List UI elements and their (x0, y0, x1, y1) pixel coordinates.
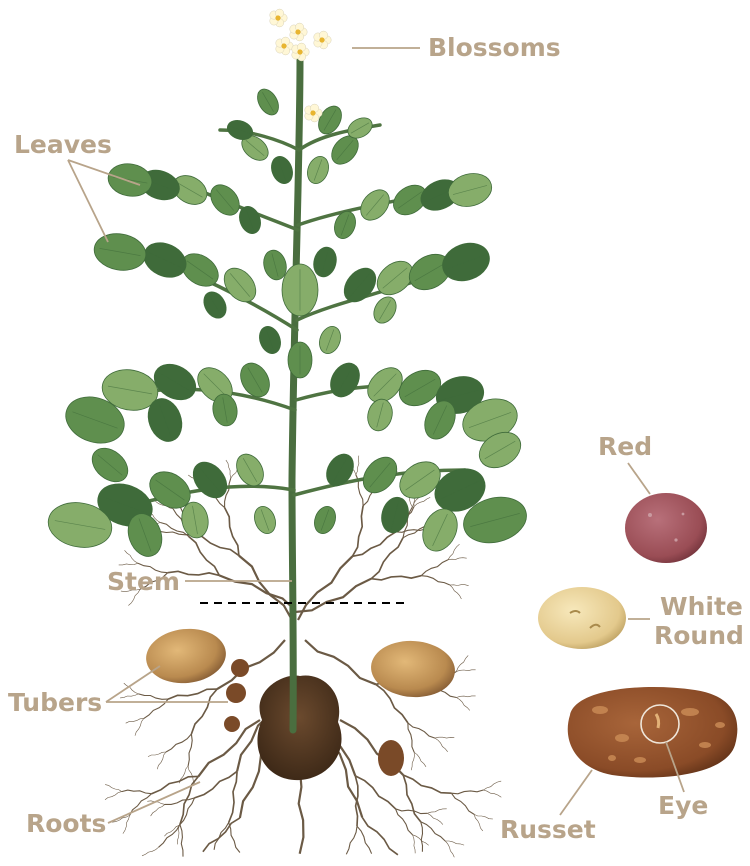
root-strand (414, 752, 426, 767)
root-strand (165, 798, 195, 805)
root-strand (346, 826, 357, 854)
root-strand (195, 771, 238, 798)
root-strand (403, 775, 451, 793)
root-strand (435, 737, 454, 738)
root-strand (396, 809, 413, 835)
root-strand (226, 460, 231, 478)
root-strand (456, 696, 475, 698)
root-strand (191, 689, 217, 734)
label-leaves: Leaves (14, 130, 112, 159)
root-strand (427, 813, 443, 824)
root-strand (159, 825, 180, 848)
russet-potato (568, 687, 738, 777)
blossom-flower (290, 23, 307, 41)
tuber-small-4 (378, 740, 404, 776)
root-strand (450, 585, 462, 599)
root-strand (299, 770, 304, 854)
root-strand (413, 835, 429, 846)
root-strand (396, 809, 428, 814)
tuber-left (143, 625, 228, 687)
root-strand (142, 847, 159, 856)
root-strand (188, 734, 192, 766)
root-strand (229, 771, 237, 822)
root-strand (362, 817, 398, 855)
blossom-flower (292, 43, 309, 61)
root-strand (122, 790, 152, 794)
label-blossoms: Blossoms (428, 33, 561, 62)
root-strand (427, 809, 447, 814)
root-strand (408, 723, 435, 738)
blossom-flower (270, 9, 287, 27)
root-strand (450, 585, 469, 586)
root-strand (357, 826, 372, 854)
label-tubers: Tubers (8, 688, 102, 717)
label-white-round-line1: White (660, 592, 743, 621)
root-strand (474, 814, 493, 819)
root-strand (474, 814, 483, 831)
root-strand (483, 790, 501, 797)
root-strand (403, 775, 421, 822)
root-strand (123, 815, 130, 833)
root-strand (157, 752, 166, 769)
root-strand (413, 835, 416, 854)
root-strand (356, 456, 359, 475)
root-strand (188, 536, 219, 575)
blossom-flower (276, 37, 293, 55)
tuber-small-2 (226, 683, 246, 703)
blossom-flower (314, 31, 331, 49)
root-strand (411, 752, 414, 770)
root-crown (257, 675, 341, 780)
tuber-right (369, 638, 457, 700)
root-strand (203, 818, 240, 852)
root-strand (435, 738, 448, 752)
root-strand (456, 655, 468, 671)
label-stem: Stem (107, 567, 180, 596)
label-roots: Roots (26, 809, 106, 838)
tuber-small-1 (231, 659, 249, 677)
root-strand (448, 558, 467, 560)
root-strand (451, 790, 483, 794)
root-strand (371, 538, 403, 579)
root-strand (371, 576, 421, 580)
root-strand (180, 825, 183, 857)
root-strand (414, 497, 430, 506)
root-strand (105, 792, 122, 800)
root-strand (135, 719, 144, 736)
root-strand (125, 550, 139, 563)
root-strand (421, 822, 446, 841)
label-russet: Russet (500, 815, 596, 844)
root-strand (448, 544, 460, 560)
root-strand (166, 734, 191, 752)
root-strand (295, 579, 371, 612)
stem-illustration (292, 60, 300, 730)
root-strand (239, 556, 292, 620)
root-strand (445, 841, 454, 857)
red-potato (625, 493, 707, 563)
root-strand (105, 785, 122, 792)
root-strand (151, 804, 165, 816)
label-eye: Eye (658, 791, 708, 820)
white-round-potato (538, 587, 626, 649)
root-strand (138, 694, 168, 699)
root-strand (421, 822, 423, 852)
root-strand (352, 506, 363, 557)
root-strand (217, 640, 285, 689)
root-strand (120, 694, 138, 698)
root-strand (421, 560, 448, 576)
root-strand (355, 776, 395, 809)
label-white-round-line2: Round (654, 621, 744, 650)
root-strand (456, 670, 475, 672)
root-strand (451, 793, 474, 814)
tuber-small-3 (224, 716, 240, 732)
root-strand (119, 563, 138, 565)
root-strand (229, 823, 240, 853)
root-strand (421, 576, 450, 585)
root-strand (456, 698, 469, 711)
root-strand (483, 781, 501, 790)
label-red: Red (598, 432, 652, 461)
